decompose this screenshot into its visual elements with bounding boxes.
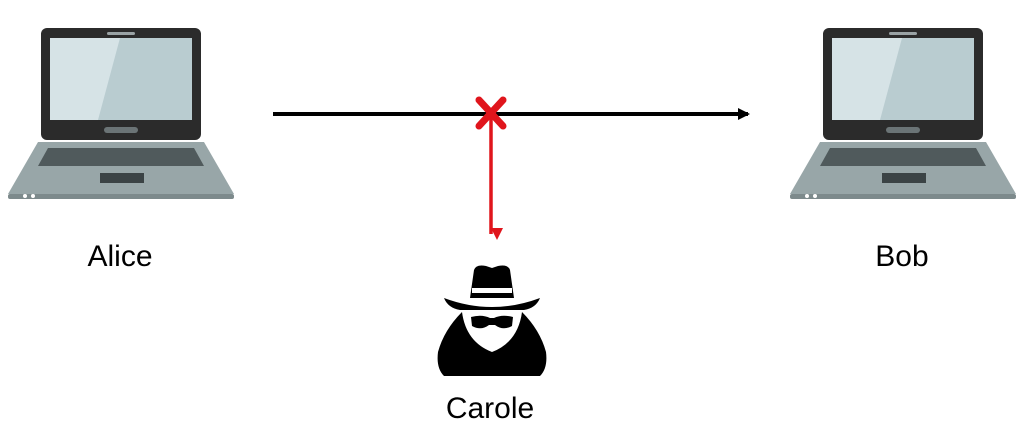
alice-label: Alice <box>87 240 153 273</box>
spy-icon <box>437 265 547 376</box>
carole-label: Carole <box>445 392 535 425</box>
alice-laptop-icon <box>8 28 234 199</box>
bob-label: Bob <box>875 240 929 273</box>
bob-laptop-icon <box>790 28 1016 199</box>
red-x-icon <box>475 96 507 130</box>
